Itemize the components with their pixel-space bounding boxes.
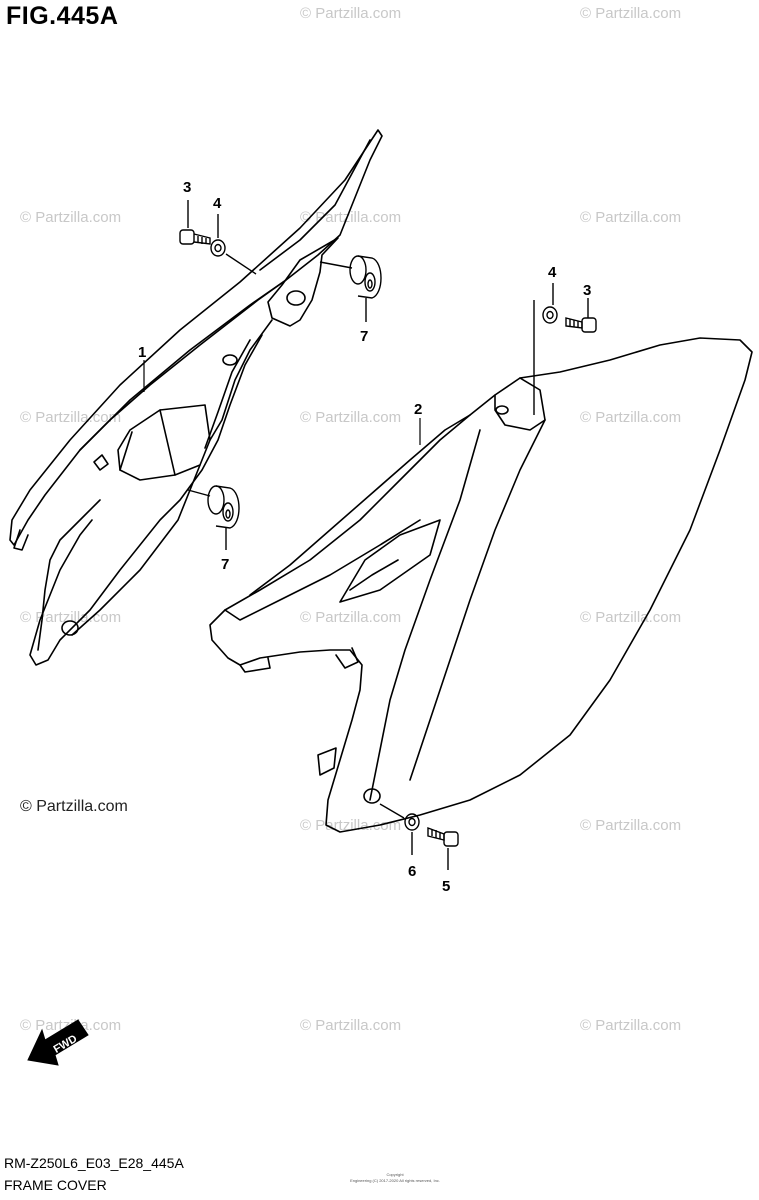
part-5-bolt <box>427 826 459 870</box>
watermark: © Partzilla.com <box>20 409 121 426</box>
watermark: © Partzilla.com <box>580 609 681 626</box>
fine-print-line-1: Copyright <box>386 1172 404 1177</box>
callout-4-left: 4 <box>213 195 222 212</box>
part-7-grommet-upper <box>319 255 382 322</box>
watermark: © Partzilla.com <box>300 409 401 426</box>
part-3-bolt-right <box>565 298 597 333</box>
watermark: © Partzilla.com <box>580 5 681 22</box>
part-1-frame-cover-left <box>9 129 383 666</box>
watermark: © Partzilla.com <box>580 1017 681 1034</box>
diagram-code: RM-Z250L6_E03_E28_445A <box>4 1155 184 1171</box>
fine-print: Copyright Engineering (C) 2017-2020 All … <box>330 1172 460 1184</box>
copyright-notice: © Partzilla.com <box>20 798 128 815</box>
callout-1: 1 <box>138 344 146 361</box>
callout-4-right: 4 <box>548 264 557 281</box>
figure-title: FIG.445A <box>6 2 119 30</box>
callout-3-right: 3 <box>583 282 591 299</box>
watermark: © Partzilla.com <box>300 817 401 834</box>
watermark: © Partzilla.com <box>300 209 401 226</box>
callout-labels: 3 4 1 7 7 4 3 2 6 5 <box>138 179 591 895</box>
watermark: © Partzilla.com <box>580 209 681 226</box>
callout-5: 5 <box>442 878 450 895</box>
callout-7-lower: 7 <box>221 556 229 573</box>
watermark: © Partzilla.com <box>580 409 681 426</box>
callout-7-upper: 7 <box>360 328 368 345</box>
callout-3-left: 3 <box>183 179 191 196</box>
part-4-washer-left <box>210 214 257 275</box>
part-7-grommet-lower <box>187 485 240 550</box>
callout-2: 2 <box>414 401 422 418</box>
leader-lines <box>143 360 421 445</box>
fine-print-line-2: Engineering (C) 2017-2020 All rights res… <box>350 1178 440 1183</box>
part-6-washer <box>379 803 420 855</box>
watermark: © Partzilla.com <box>300 5 401 22</box>
watermark: © Partzilla.com <box>20 209 121 226</box>
part-4-washer-right <box>533 283 558 415</box>
callout-6: 6 <box>408 863 416 880</box>
part-2-frame-cover-right <box>209 337 753 833</box>
part-3-bolt-left <box>179 200 211 245</box>
watermark: © Partzilla.com <box>580 817 681 834</box>
watermark-layer: © Partzilla.com © Partzilla.com © Partzi… <box>20 5 681 1034</box>
watermark: © Partzilla.com <box>300 609 401 626</box>
watermark: © Partzilla.com <box>300 1017 401 1034</box>
watermark: © Partzilla.com <box>20 609 121 626</box>
diagram-name: FRAME COVER <box>4 1177 107 1193</box>
